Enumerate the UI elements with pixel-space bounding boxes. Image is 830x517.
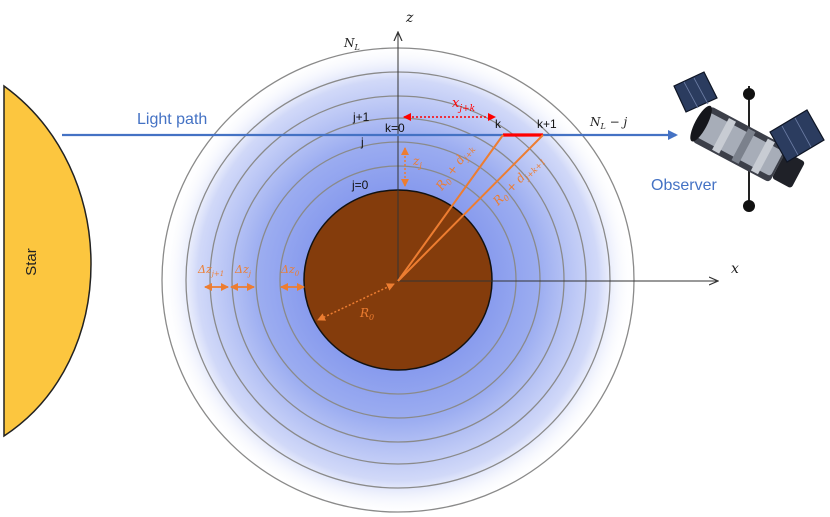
observer-label: Observer <box>651 177 717 194</box>
cell-label-k: k <box>495 117 502 131</box>
layer-label-j0: j=0 <box>351 178 369 192</box>
light-path-label: Light path <box>137 111 207 128</box>
dz-j-label: Δzj <box>234 263 252 278</box>
dz-j1-label: Δzj+1 <box>197 263 224 278</box>
r0-label: R0 <box>359 306 374 322</box>
exit-layer-label: NL − j <box>589 115 627 131</box>
space-telescope-icon <box>673 71 825 212</box>
star-label: Star <box>23 248 40 276</box>
cell-label-k0: k=0 <box>385 121 405 135</box>
outer-layer-label: NL <box>343 36 360 52</box>
radius-to-k <box>397 134 504 282</box>
star-shape <box>3 84 92 438</box>
layer-label-j-plus-1: j+1 <box>352 110 370 124</box>
z-j-label: zj <box>412 154 422 170</box>
x-axis-label: x <box>731 261 739 277</box>
radius-to-k1 <box>397 134 544 282</box>
cell-label-k1: k+1 <box>537 117 557 131</box>
layer-label-j: j <box>360 135 364 149</box>
dz-0-label: Δz0 <box>280 263 300 278</box>
z-axis-label: z <box>405 10 414 26</box>
x-jk-label: xj+k <box>452 96 475 114</box>
